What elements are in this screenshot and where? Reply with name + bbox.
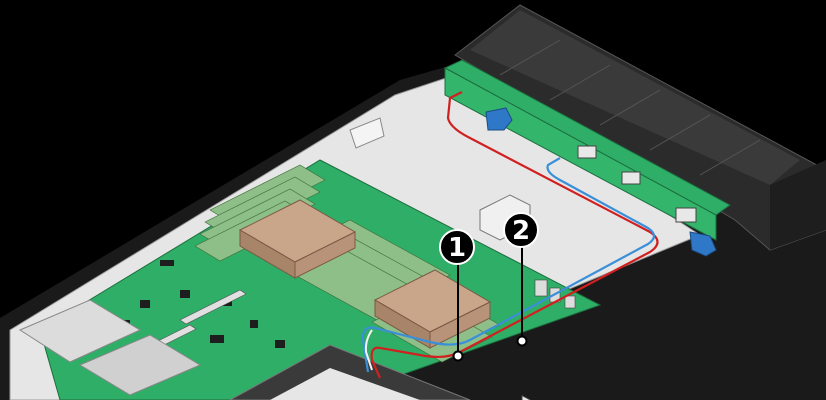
callout-1: 1 <box>439 229 475 265</box>
cable-blue <box>361 157 656 373</box>
drive-cage-top <box>470 10 800 185</box>
cable-red <box>370 91 659 379</box>
front-io-bay <box>18 299 142 363</box>
front-io-bay-2 <box>78 334 202 396</box>
cpu-heatsink-2 <box>373 269 492 349</box>
cable-white <box>364 329 373 371</box>
psu-module-top <box>270 368 420 400</box>
blue-handle-right <box>689 231 717 257</box>
callout-2-anchor <box>516 335 528 347</box>
rear-bracket <box>349 117 385 149</box>
callout-1-anchor <box>452 350 464 362</box>
psu-module <box>229 344 471 400</box>
drive-cage-face <box>770 160 826 250</box>
backplane-connectors <box>521 145 697 400</box>
blue-handle-left <box>485 107 513 131</box>
drive-slots <box>499 39 761 176</box>
callout-1-label: 1 <box>448 233 466 263</box>
callout-2: 2 <box>503 212 539 248</box>
callout-2-label: 2 <box>512 216 530 246</box>
cpu-heatsink-1 <box>238 199 357 279</box>
